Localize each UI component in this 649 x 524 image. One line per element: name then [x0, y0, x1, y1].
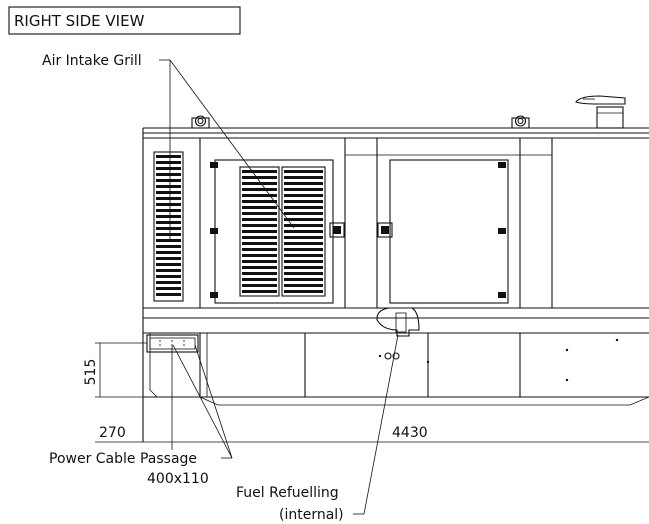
louver-slat — [284, 266, 323, 269]
canopy-door-left — [210, 159, 345, 304]
louver-slat — [156, 179, 181, 182]
louver-slat — [242, 218, 277, 221]
louver-slat — [156, 161, 181, 164]
louver-slat — [156, 173, 181, 176]
louver-slat — [242, 206, 277, 209]
label-power-cable: Power Cable Passage — [49, 451, 197, 467]
louver-slat — [242, 254, 277, 257]
louver-slat — [156, 203, 181, 206]
louver-slat — [242, 194, 277, 197]
louver-slat — [242, 176, 277, 179]
louver-slat — [156, 275, 181, 278]
louver-slat — [242, 278, 277, 281]
louver-slat — [156, 185, 181, 188]
louver-slat — [284, 188, 323, 191]
louver-slat — [242, 236, 277, 239]
louver-slat — [242, 260, 277, 263]
louver-slat — [156, 293, 181, 296]
view-title-box: RIGHT SIDE VIEW — [8, 6, 241, 35]
louver-slat — [156, 245, 181, 248]
louver-slat — [156, 155, 181, 158]
lifting-eye-right — [511, 115, 530, 129]
louver-slat — [242, 224, 277, 227]
louver-slat — [242, 266, 277, 269]
base-frame — [143, 317, 649, 406]
dimension-length-value: 4430 — [392, 425, 428, 441]
louver-slat — [284, 176, 323, 179]
louver-slat — [156, 257, 181, 260]
view-title: RIGHT SIDE VIEW — [14, 12, 145, 30]
louver-slat — [242, 212, 277, 215]
louver-slat — [242, 284, 277, 287]
louver-slat — [242, 170, 277, 173]
louver-slat — [156, 191, 181, 194]
label-fuel-refuel: Fuel Refuelling — [236, 485, 339, 501]
louver-slat — [156, 239, 181, 242]
louver-slat — [284, 248, 323, 251]
louver-slat — [156, 221, 181, 224]
label-power-cable-size: 400x110 — [147, 471, 209, 487]
louver-slat — [242, 188, 277, 191]
louver-slat — [156, 251, 181, 254]
lifting-eye-left — [191, 115, 210, 129]
louver-slat — [156, 215, 181, 218]
louver-slat — [284, 272, 323, 275]
louver-slat — [284, 284, 323, 287]
louver-slat — [156, 269, 181, 272]
louver-slat — [242, 242, 277, 245]
louver-slat — [284, 224, 323, 227]
louver-slat — [242, 248, 277, 251]
power-cable-passage — [146, 334, 199, 353]
louver-slat — [156, 287, 181, 290]
louver-slat — [284, 170, 323, 173]
louver-slat — [284, 182, 323, 185]
louver-slat — [156, 197, 181, 200]
louver-slat — [284, 218, 323, 221]
louver-slat — [284, 200, 323, 203]
louver-slat — [284, 236, 323, 239]
louver-slat — [156, 167, 181, 170]
louver-slat — [156, 209, 181, 212]
louver-slat — [284, 290, 323, 293]
callout-air-intake: Air Intake Grill — [42, 53, 295, 240]
label-air-intake: Air Intake Grill — [42, 53, 142, 69]
canopy-body — [142, 127, 649, 442]
louver-slat — [284, 230, 323, 233]
louver-slat — [156, 281, 181, 284]
dimension-height: 515 — [83, 342, 147, 398]
fuel-refuelling-cap — [376, 307, 420, 337]
louver-slat — [284, 260, 323, 263]
louver-slat — [156, 227, 181, 230]
louver-slat — [242, 272, 277, 275]
louver-slat — [284, 212, 323, 215]
louver-slat — [156, 233, 181, 236]
callout-fuel-refuelling: Fuel Refuelling (internal) — [236, 334, 399, 523]
exhaust-outlet — [575, 95, 626, 129]
canopy-door-right — [377, 159, 509, 304]
louver-slat — [242, 290, 277, 293]
louver-slat — [284, 206, 323, 209]
air-intake-grill-left — [153, 151, 184, 302]
louver-slat — [284, 194, 323, 197]
dimension-height-value: 515 — [83, 359, 99, 386]
louver-slat — [242, 230, 277, 233]
louver-slat — [284, 278, 323, 281]
louver-slat — [156, 263, 181, 266]
louver-slat — [284, 254, 323, 257]
louver-slat — [284, 242, 323, 245]
dimension-offset-value: 270 — [99, 425, 126, 441]
louver-slat — [242, 200, 277, 203]
label-fuel-refuel-note: (internal) — [279, 507, 344, 523]
louver-slat — [242, 182, 277, 185]
dimension-length: 270 4430 — [95, 397, 649, 443]
callout-power-cable: Power Cable Passage 400x110 — [49, 344, 233, 487]
